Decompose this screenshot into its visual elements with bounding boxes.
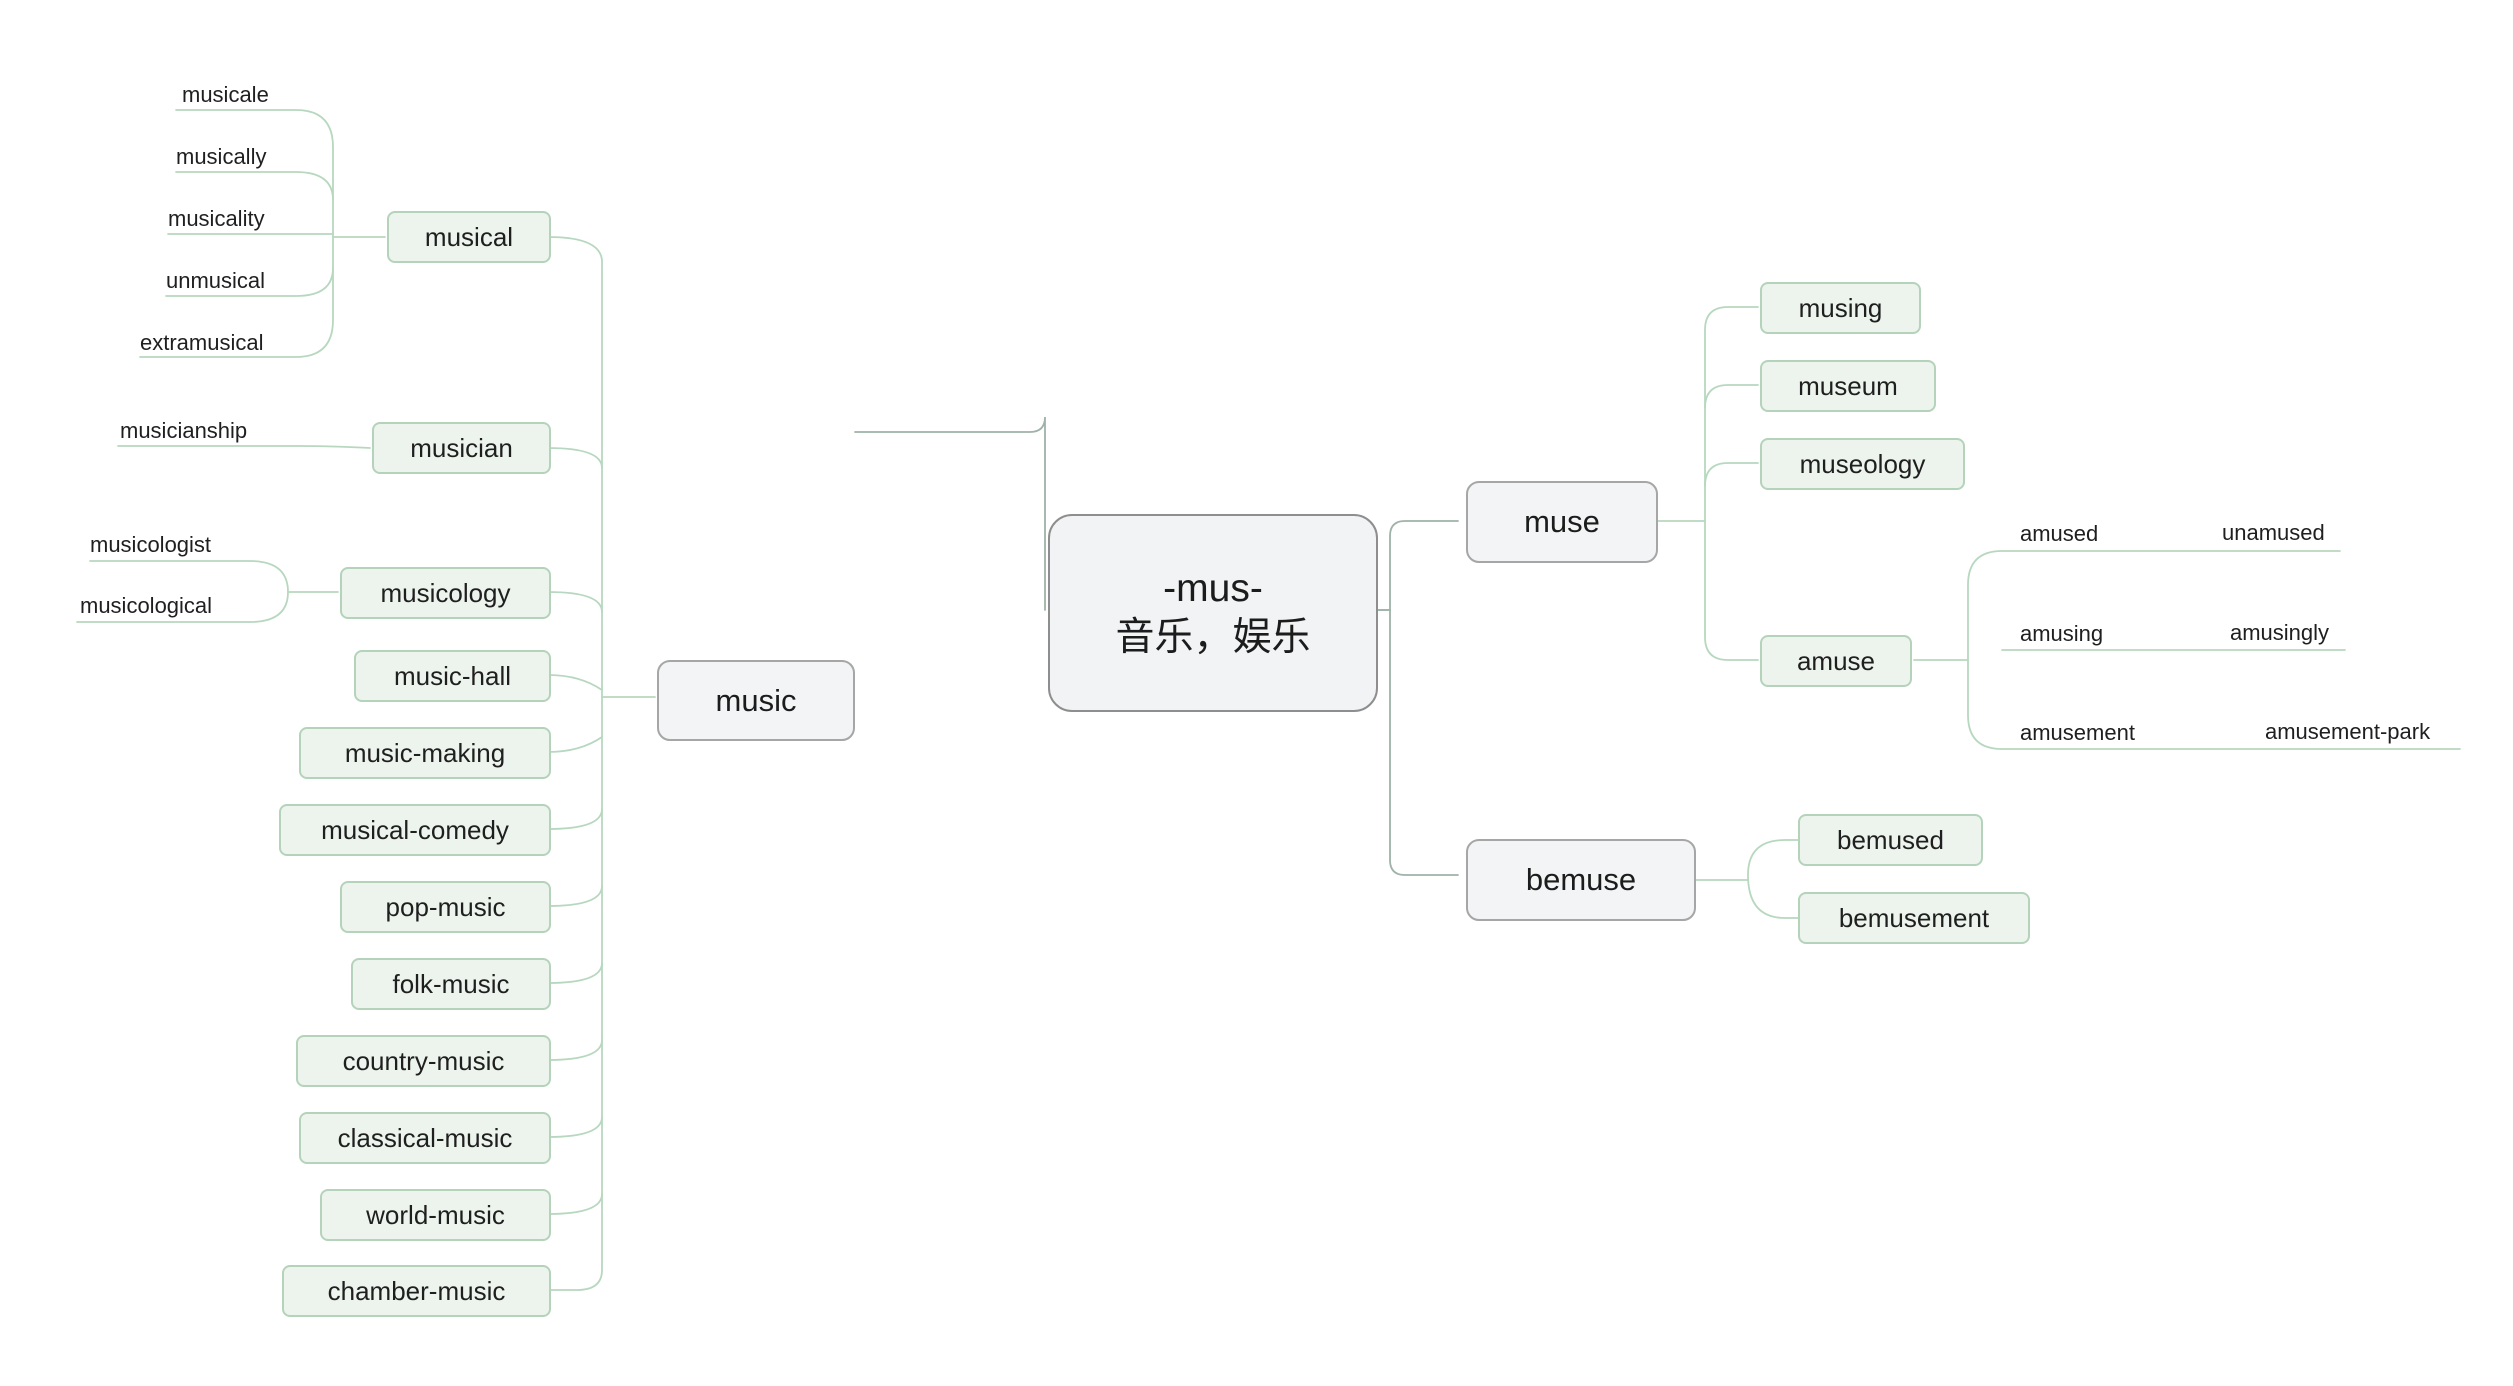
subtopic-chamber-music[interactable]: chamber-music	[282, 1265, 551, 1317]
leaf-musicological[interactable]: musicological	[80, 593, 213, 618]
subtopic-bemused[interactable]: bemused	[1798, 814, 1983, 866]
leaf-amused[interactable]: amused	[2020, 521, 2099, 546]
topic-bemuse[interactable]: bemuse	[1466, 839, 1696, 921]
subtopic-bemusement[interactable]: bemusement	[1798, 892, 2030, 944]
central-topic-root: -mus-	[1163, 567, 1263, 610]
subtopic-music-making[interactable]: music-making	[299, 727, 551, 779]
leaf-amusingly[interactable]: amusingly	[2230, 620, 2330, 645]
leaf-extramusical[interactable]: extramusical	[140, 330, 264, 355]
leaf-musically[interactable]: musically	[176, 144, 267, 169]
subtopic-musical-comedy[interactable]: musical-comedy	[279, 804, 551, 856]
subtopic-museum[interactable]: museum	[1760, 360, 1936, 412]
leaf-musicologist[interactable]: musicologist	[90, 532, 212, 557]
subtopic-musicology[interactable]: musicology	[340, 567, 551, 619]
subtopic-musing[interactable]: musing	[1760, 282, 1921, 334]
leaf-amusement-park[interactable]: amusement-park	[2265, 719, 2431, 744]
subtopic-musical[interactable]: musical	[387, 211, 551, 263]
connector-root-bemuse	[1376, 609, 1459, 876]
topic-muse-label: muse	[1524, 504, 1600, 539]
subtopic-pop-music[interactable]: pop-music	[340, 881, 551, 933]
topic-music[interactable]: music	[657, 660, 855, 741]
central-topic[interactable]: -mus- 音乐，娱乐	[1048, 514, 1378, 712]
subtopic-amuse[interactable]: amuse	[1760, 635, 1912, 687]
subtopic-country-music[interactable]: country-music	[296, 1035, 551, 1087]
subtopic-classical-music[interactable]: classical-music	[299, 1112, 551, 1164]
connector-root-music	[854, 416, 1046, 611]
leaf-unmusical[interactable]: unmusical	[166, 268, 266, 293]
leaf-amusement[interactable]: amusement	[2020, 720, 2135, 745]
subtopic-museology[interactable]: museology	[1760, 438, 1965, 490]
topic-muse[interactable]: muse	[1466, 481, 1658, 563]
topic-music-label: music	[715, 682, 797, 718]
leaf-musicianship[interactable]: musicianship	[120, 418, 248, 443]
connector-root-muse	[1376, 520, 1459, 611]
leaf-musicale[interactable]: musicale	[182, 82, 269, 107]
subtopic-music-hall[interactable]: music-hall	[354, 650, 551, 702]
leaf-amusing[interactable]: amusing	[2020, 621, 2104, 646]
leaf-unamused[interactable]: unamused	[2222, 520, 2325, 545]
leaf-musicality[interactable]: musicality	[168, 206, 265, 231]
subtopic-musician[interactable]: musician	[372, 422, 551, 474]
central-topic-meaning: 音乐，娱乐	[1115, 616, 1311, 659]
subtopic-world-music[interactable]: world-music	[320, 1189, 551, 1241]
topic-bemuse-label: bemuse	[1525, 862, 1637, 897]
subtopic-folk-music[interactable]: folk-music	[351, 958, 551, 1010]
